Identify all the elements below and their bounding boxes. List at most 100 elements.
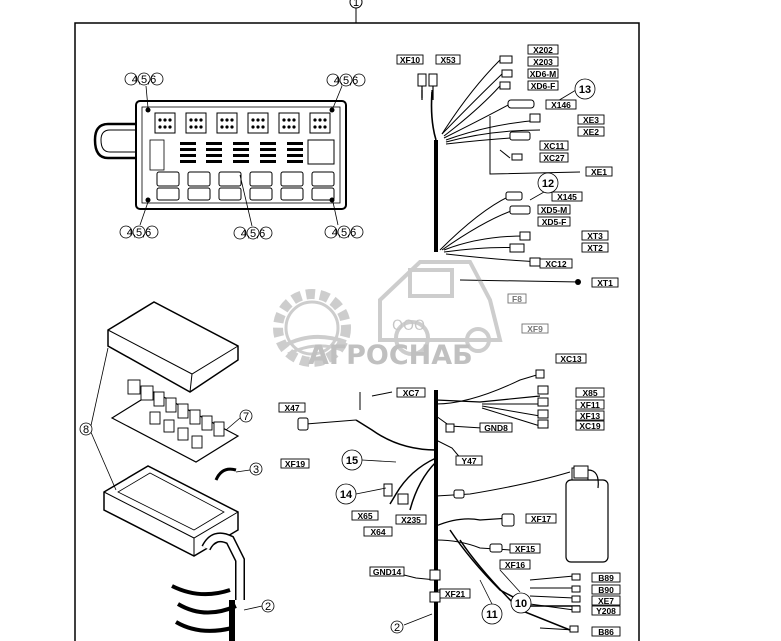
- svg-text:2: 2: [265, 601, 271, 613]
- tag-xc7: XC7: [396, 387, 426, 398]
- harness-top-right: [417, 55, 581, 285]
- callout-13: 13: [555, 78, 596, 103]
- svg-text:XF15: XF15: [515, 544, 536, 554]
- tag-xc12: XC12: [539, 258, 573, 269]
- tag-xf17: XF17: [525, 513, 557, 524]
- callout-2-left: 2: [243, 599, 275, 613]
- tag-xe2: XE2: [577, 126, 605, 137]
- svg-text:11: 11: [486, 609, 498, 621]
- watermark-harvester-icon: [378, 260, 503, 356]
- svg-text:X64: X64: [370, 527, 385, 537]
- svg-text:8: 8: [83, 424, 89, 436]
- svg-text:4,5,6: 4,5,6: [127, 227, 151, 239]
- svg-text:15: 15: [346, 455, 358, 467]
- svg-text:XC7: XC7: [403, 388, 420, 398]
- svg-text:XC27: XC27: [543, 153, 565, 163]
- svg-text:4,5,6: 4,5,6: [241, 228, 265, 240]
- tag-x65: X65: [351, 510, 379, 521]
- tag-xd6-m: XD6-M: [527, 68, 559, 79]
- svg-text:2: 2: [394, 622, 400, 634]
- callout-15: 15: [341, 449, 397, 471]
- tag-xe3: XE3: [577, 114, 605, 125]
- callout-board-top-right: 4,5,6: [326, 73, 366, 87]
- tag-x85: X85: [575, 387, 605, 398]
- svg-text:XD6-F: XD6-F: [531, 81, 556, 91]
- svg-text:XF16: XF16: [505, 560, 526, 570]
- tag-x202: X202: [527, 44, 559, 55]
- svg-text:12: 12: [542, 178, 554, 190]
- tag-xt3: XT3: [581, 230, 609, 241]
- tag-xf11: XF11: [575, 399, 605, 410]
- tag-xf15: XF15: [509, 543, 541, 554]
- callout-11: 11: [479, 579, 503, 625]
- tag-x235: X235: [395, 514, 427, 525]
- tag-xf16: XF16: [499, 559, 531, 570]
- svg-text:XC12: XC12: [545, 259, 567, 269]
- svg-text:X202: X202: [533, 45, 553, 55]
- svg-text:XT1: XT1: [597, 278, 613, 288]
- tag-xd5-f: XD5-F: [537, 216, 571, 227]
- callout-8: 8: [79, 347, 117, 491]
- frame-border: [74, 22, 640, 641]
- connector-tags-top: XF10 X53 X202 X203 XD6-M XD6-F X146 XE3 …: [396, 44, 619, 334]
- svg-text:XD5-F: XD5-F: [542, 217, 567, 227]
- svg-text:F8: F8: [512, 294, 522, 304]
- tag-xd5-m: XD5-M: [537, 204, 571, 215]
- svg-text:XF10: XF10: [400, 55, 421, 65]
- svg-text:X146: X146: [551, 100, 571, 110]
- svg-text:X65: X65: [357, 511, 372, 521]
- tag-xc13: XC13: [555, 353, 587, 364]
- tag-b90: B90: [591, 584, 621, 595]
- tag-xe7: XE7: [591, 595, 621, 606]
- tag-xc27: XC27: [539, 152, 569, 163]
- svg-text:X47: X47: [284, 403, 299, 413]
- tag-x203: X203: [527, 56, 559, 67]
- tag-gnd8: GND8: [479, 422, 513, 433]
- svg-text:X145: X145: [557, 192, 577, 202]
- svg-text:XF19: XF19: [285, 459, 306, 469]
- svg-text:XE2: XE2: [583, 127, 599, 137]
- svg-text:Y208: Y208: [596, 606, 616, 616]
- svg-text:X85: X85: [582, 388, 597, 398]
- svg-text:XC13: XC13: [560, 354, 582, 364]
- callout-top: 1: [349, 0, 363, 9]
- watermark-name: АГРОСНАБ: [308, 340, 473, 371]
- svg-text:XD6-M: XD6-M: [530, 69, 556, 79]
- callout-12: 12: [529, 172, 559, 201]
- callout-7: 7: [225, 409, 253, 431]
- callout-2-bottom: 2: [390, 613, 433, 634]
- tag-xd6-f: XD6-F: [527, 80, 559, 91]
- svg-text:XC19: XC19: [579, 421, 601, 431]
- svg-text:B89: B89: [598, 573, 614, 583]
- tag-y208: Y208: [591, 605, 621, 616]
- svg-text:X203: X203: [533, 57, 553, 67]
- tag-xt1: XT1: [591, 277, 619, 288]
- callout-board-bottom-right: 4,5,6: [324, 225, 364, 239]
- tag-x146: X146: [545, 99, 577, 110]
- tag-x47: X47: [278, 402, 306, 413]
- tag-x64: X64: [363, 526, 393, 537]
- svg-text:3: 3: [253, 464, 259, 476]
- callout-board-bottom-middle: 4,5,6: [233, 226, 273, 240]
- callout-board-bottom-left: 4,5,6: [119, 225, 159, 239]
- svg-text:XF11: XF11: [580, 400, 600, 410]
- svg-text:4,5,6: 4,5,6: [132, 74, 156, 86]
- tag-xc19: XC19: [575, 420, 605, 431]
- tag-xc11: XC11: [539, 140, 569, 151]
- watermark-prefix: ООО: [392, 318, 425, 334]
- svg-text:B90: B90: [598, 585, 614, 595]
- connector-tags-bottom: XC13 XC7 X85 XF11 XF13 XC19 X47 GND8 XF1…: [278, 353, 621, 637]
- svg-text:XT2: XT2: [587, 243, 603, 253]
- callout-board-top-left: 4,5,6: [124, 72, 164, 86]
- svg-text:XF21: XF21: [445, 589, 466, 599]
- tag-xf13: XF13: [575, 410, 605, 421]
- callout-3: 3: [235, 462, 263, 476]
- svg-text:XC11: XC11: [544, 141, 565, 151]
- svg-text:XF9: XF9: [527, 324, 543, 334]
- svg-text:7: 7: [243, 411, 249, 423]
- svg-text:XE3: XE3: [583, 115, 599, 125]
- tag-xf21: XF21: [439, 588, 471, 599]
- svg-text:4,5,6: 4,5,6: [332, 227, 356, 239]
